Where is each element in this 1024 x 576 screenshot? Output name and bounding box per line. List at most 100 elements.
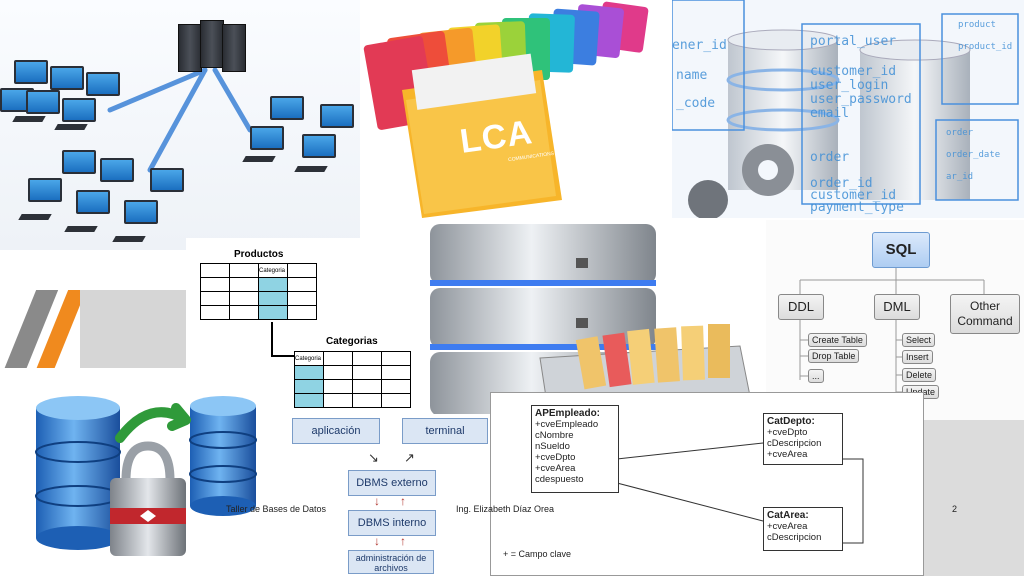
- field: +cveArea: [767, 521, 808, 532]
- dbms-interno-label: DBMS interno: [357, 517, 427, 529]
- er-legend: + = Campo clave: [503, 549, 572, 559]
- dml-item-insert: Insert: [902, 350, 933, 364]
- schema-text: product_id: [958, 42, 1013, 52]
- footer-author: Ing. Elizabeth Díaz Orea: [456, 504, 555, 514]
- locked-databases: [35, 396, 257, 556]
- categorias-categoria-header: Categoria: [294, 351, 324, 366]
- categorias-table: Categoria: [294, 351, 411, 408]
- database-cylinders: [672, 0, 1019, 218]
- computer-icon: [86, 72, 120, 96]
- schema-text: _code: [676, 96, 716, 111]
- field: +cveEmpleado: [535, 419, 599, 430]
- schema-text: ener_id: [672, 38, 727, 53]
- administracion-archivos-box: administración de archivos: [348, 550, 434, 574]
- schema-text: order: [946, 128, 974, 138]
- entity-catarea: CatArea: +cveArea cDescripcion: [763, 507, 843, 551]
- computer-icon: [100, 158, 134, 182]
- relation-connector: [271, 322, 294, 357]
- keyboard-icon: [18, 214, 52, 220]
- computer-icon: [62, 150, 96, 174]
- server-icon: [222, 24, 246, 72]
- keyboard-icon: [12, 116, 46, 122]
- arrow-up-icon: ↑: [400, 534, 406, 548]
- other-command-node: Other Command: [950, 294, 1020, 334]
- computer-icon: [62, 98, 96, 122]
- computer-icon: [76, 190, 110, 214]
- schema-text: user_login: [810, 78, 889, 93]
- computer-icon: [302, 134, 336, 158]
- dml-item-delete: Delete: [902, 368, 937, 382]
- administracion-label: administración de archivos: [355, 553, 427, 573]
- sql-root-node: SQL: [872, 232, 930, 268]
- other-command-label: Other Command: [957, 299, 1013, 328]
- keyboard-icon: [294, 166, 328, 172]
- keyboard-icon: [112, 236, 146, 242]
- arrow-down-icon: ↓: [374, 494, 380, 508]
- entity-apempleado: APEmpleado: +cveEmpleado cNombre nSueldo…: [531, 405, 619, 493]
- dbms-interno-box: DBMS interno: [348, 510, 436, 536]
- schema-text: user_password: [810, 92, 912, 107]
- decor-gray-band: [80, 290, 190, 370]
- entity-catdepto-title: CatDepto:: [767, 416, 815, 427]
- arrow-up-right-icon: ↗: [404, 450, 415, 465]
- dbms-externo-box: DBMS externo: [348, 470, 436, 496]
- field: cNombre: [535, 430, 574, 441]
- field: +cveDpto: [767, 427, 808, 438]
- sql-connectors: [799, 268, 985, 393]
- folders-image: LCA COMMUNICATIONS: [362, 0, 672, 218]
- dml-node: DML: [874, 294, 920, 320]
- computer-icon: [150, 168, 184, 192]
- terminal-box: terminal: [402, 418, 488, 444]
- field: cDescripcion: [767, 438, 822, 449]
- schema-text: order_id: [810, 176, 873, 191]
- dml-item-select: Select: [902, 333, 936, 347]
- arrow-down-icon: ↓: [374, 534, 380, 548]
- keyboard-icon: [242, 156, 276, 162]
- ddl-item-drop-table: Drop Table: [808, 349, 860, 363]
- ddl-item-more: ...: [808, 369, 824, 383]
- dml-label: DML: [883, 299, 911, 314]
- keyboard-icon: [64, 226, 98, 232]
- schema-text: customer_id: [810, 188, 897, 203]
- field: nSueldo: [535, 441, 570, 452]
- schema-text: ar_id: [946, 172, 974, 182]
- dbms-externo-label: DBMS externo: [356, 477, 428, 489]
- terminal-label: terminal: [425, 425, 465, 437]
- schema-text: portal_user: [810, 34, 897, 49]
- computer-icon: [26, 90, 60, 114]
- sql-root-label: SQL: [885, 241, 917, 258]
- entity-catarea-title: CatArea:: [767, 510, 809, 521]
- productos-title: Productos: [234, 249, 284, 260]
- dbms-architecture-flow: aplicación terminal ↘ ↗ DBMS externo ↓ ↑…: [288, 414, 494, 576]
- schema-text: email: [810, 106, 850, 121]
- keyboard-icon: [54, 124, 88, 130]
- schema-text: order_date: [946, 150, 1001, 160]
- field: +cveArea: [535, 463, 576, 474]
- schema-text: payment_type: [810, 200, 904, 215]
- sql-command-diagram: SQL DDL DML Other Command Create Table D…: [766, 220, 1024, 420]
- computer-icon: [28, 178, 62, 202]
- decor-gray-band-right: [924, 420, 1024, 576]
- rainbow-folders: [363, 1, 649, 218]
- aplicacion-label: aplicación: [311, 425, 361, 437]
- ddl-label: DDL: [787, 299, 814, 314]
- entity-apempleado-title: APEmpleado:: [535, 408, 601, 419]
- entity-catdepto: CatDepto: +cveDpto cDescripcion +cveArea: [763, 413, 843, 465]
- storage-drawers: [430, 224, 751, 416]
- network-lines: [107, 67, 253, 173]
- schema-text: name: [676, 68, 708, 83]
- ddl-item-create-table: Create Table: [808, 333, 867, 347]
- field: cdespuesto: [535, 474, 584, 485]
- storage-server-image: [430, 218, 770, 416]
- field: +cveDpto: [535, 452, 576, 463]
- arrow-down-right-icon: ↘: [368, 450, 379, 465]
- computer-icon: [270, 96, 304, 120]
- er-diagram: APEmpleado: +cveEmpleado cNombre nSueldo…: [490, 392, 924, 576]
- schema-text: order: [810, 150, 850, 165]
- computer-icon: [250, 126, 284, 150]
- productos-table: Categoria: [200, 263, 317, 320]
- field: +cveArea: [767, 449, 808, 460]
- schema-text: product: [958, 20, 996, 30]
- computer-icon: [50, 66, 84, 90]
- footer-course-title: Taller de Bases de Datos: [226, 504, 327, 514]
